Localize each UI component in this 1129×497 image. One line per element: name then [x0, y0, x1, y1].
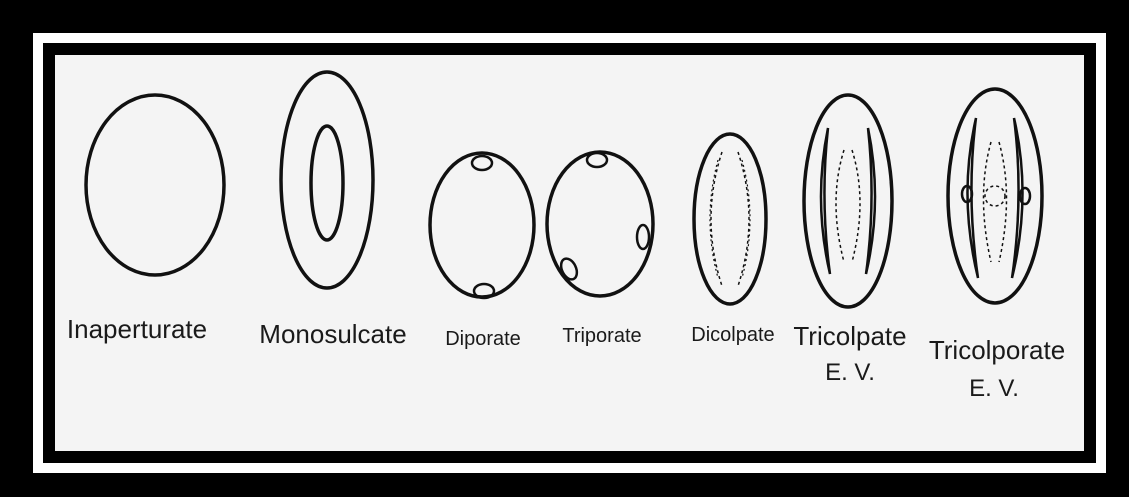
sublabel-tricolporate: E. V. [969, 375, 1019, 402]
label-dicolpate: Dicolpate [691, 324, 774, 346]
label-tricolpate: Tricolpate [793, 321, 906, 351]
label-inaperturate: Inaperturate [67, 314, 207, 344]
diagram-panel [55, 55, 1084, 451]
label-monosulcate: Monosulcate [259, 319, 406, 349]
label-diporate: Diporate [445, 328, 521, 350]
sublabel-tricolpate: E. V. [825, 359, 875, 386]
label-triporate: Triporate [562, 325, 641, 347]
label-tricolporate: Tricolporate [929, 335, 1065, 365]
